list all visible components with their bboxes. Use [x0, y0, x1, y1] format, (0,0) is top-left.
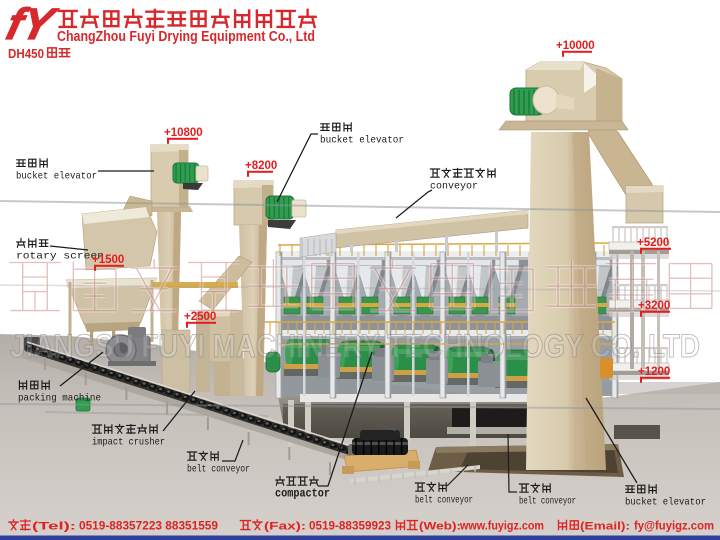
- svg-text:bucket elevator: bucket elevator: [625, 497, 706, 509]
- svg-text:0519-88357223 88351559: 0519-88357223 88351559: [79, 521, 218, 533]
- svg-text:0519-88359923: 0519-88359923: [309, 521, 391, 533]
- svg-text:conveyor: conveyor: [430, 181, 478, 193]
- svg-text:(Email):: (Email):: [580, 521, 630, 533]
- svg-text:+1200: +1200: [638, 366, 670, 378]
- svg-text:+2500: +2500: [184, 311, 216, 323]
- svg-text:ChangZhou Fuyi Drying Equipmen: ChangZhou Fuyi Drying Equipment Co., Ltd: [57, 29, 315, 45]
- svg-text:+10000: +10000: [556, 40, 595, 52]
- svg-text:(Web):: (Web):: [419, 521, 461, 533]
- svg-text:+8200: +8200: [245, 160, 277, 172]
- svg-text:compactor: compactor: [275, 487, 330, 501]
- svg-text:impact crusher: impact crusher: [92, 437, 165, 449]
- svg-text:bucket elevator: bucket elevator: [16, 171, 97, 183]
- svg-text:rotary screen: rotary screen: [16, 251, 104, 263]
- svg-text:+1500: +1500: [92, 254, 124, 266]
- svg-text:+10800: +10800: [164, 127, 203, 139]
- svg-text:DH450: DH450: [8, 46, 44, 61]
- svg-text:belt conveyor: belt conveyor: [187, 464, 250, 476]
- svg-text:(Tel):: (Tel):: [32, 521, 76, 533]
- svg-text:www.fuyigz.com: www.fuyigz.com: [459, 521, 544, 533]
- svg-text:+5200: +5200: [637, 237, 669, 249]
- svg-text:+3200: +3200: [638, 300, 670, 312]
- svg-text:packing machine: packing machine: [18, 393, 101, 405]
- svg-text:belt conveyor: belt conveyor: [415, 495, 473, 507]
- svg-text:belt conveyor: belt conveyor: [519, 496, 576, 508]
- svg-text:(Fax):: (Fax):: [264, 521, 306, 533]
- svg-text:fy@fuyigz.com: fy@fuyigz.com: [634, 521, 714, 533]
- svg-text:JIANGSU FUYI MACHINERY TECHNOL: JIANGSU FUYI MACHINERY TECHNOLOGY CO. LT…: [10, 328, 700, 364]
- svg-text:bucket elevator: bucket elevator: [320, 135, 404, 147]
